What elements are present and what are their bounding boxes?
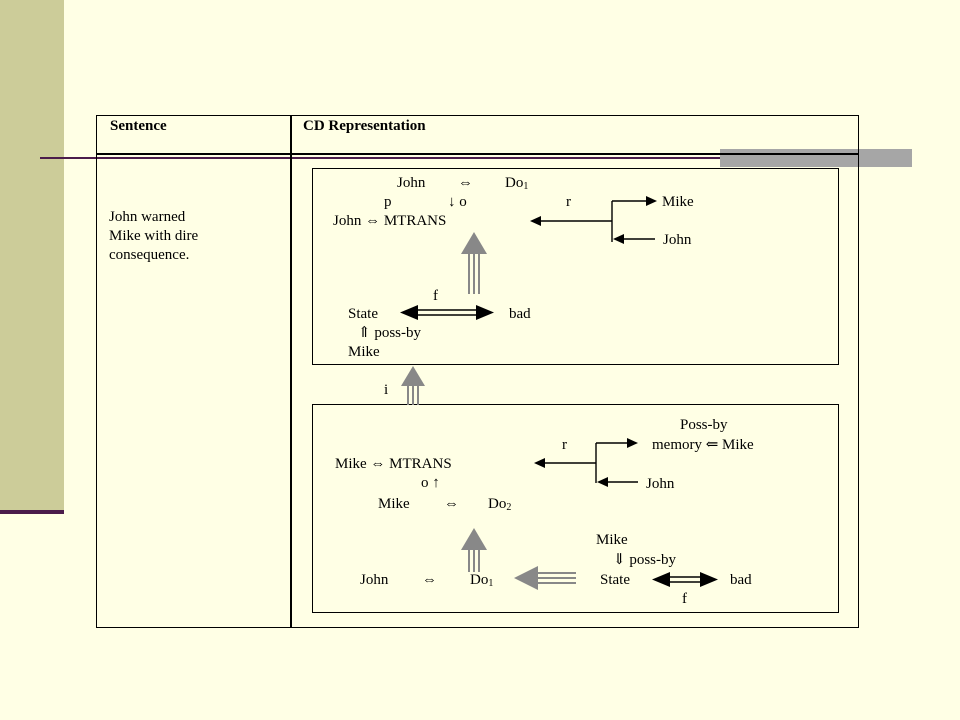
header-sentence: Sentence — [110, 118, 167, 134]
box2-poss-by-down: ⇓ poss-by — [613, 552, 676, 568]
box1-do1: Do1 — [505, 175, 529, 192]
box2-r: r — [562, 437, 567, 453]
causal-arrow-bottom-horizontal — [514, 566, 576, 590]
link-label-i: i — [384, 382, 389, 398]
box2-mike-mtrans: Mike ⇔ MTRANS — [335, 456, 452, 472]
box2-poss-by: Poss-by — [680, 417, 728, 433]
state-bad-arrow-bottom — [652, 572, 718, 587]
box2-john: John — [646, 476, 675, 492]
title-rule — [40, 157, 912, 159]
sentence-cell: John warned Mike with dire consequence. — [109, 208, 279, 265]
sentence-line: John warned — [109, 209, 186, 225]
table-column-divider — [290, 115, 292, 628]
box2-f: f — [682, 591, 687, 607]
recipient-arrowhead-top — [530, 216, 541, 226]
causal-arrow-bottom-vertical — [461, 528, 487, 572]
box1-f: f — [433, 288, 438, 304]
causal-arrow-top — [461, 232, 487, 294]
box2-biarrow: ⇔ — [444, 496, 459, 512]
box1-mike: Mike — [662, 194, 694, 210]
box1-john2: John — [663, 232, 692, 248]
box2-bad: bad — [730, 572, 752, 588]
box2-biarrow2: ⇔ — [422, 572, 437, 588]
box2-mike-top: Mike — [596, 532, 628, 548]
box2-do1: Do1 — [470, 572, 494, 589]
cd-box-top — [312, 168, 839, 365]
box1-down-o: ↓ o — [448, 194, 467, 210]
box1-r: r — [566, 194, 571, 210]
box1-biarrow: ⇔ — [458, 175, 473, 191]
from-john-arrowhead-bottom — [597, 477, 608, 487]
box2-do2: Do2 — [488, 496, 512, 513]
inference-link-arrow — [401, 366, 425, 405]
box2-john-do-left: John — [360, 572, 389, 588]
cd-box-bottom — [312, 404, 839, 613]
sentence-line: consequence. — [109, 247, 190, 263]
box1-john: John — [397, 175, 426, 191]
to-memory-arrowhead-bottom — [627, 438, 638, 448]
state-bad-arrow-top — [400, 305, 494, 320]
box1-mike2: Mike — [348, 344, 380, 360]
box2-memory-mike: memory ⇐ Mike — [652, 437, 754, 453]
box1-p: p — [384, 194, 392, 210]
from-john-arrowhead-top — [613, 234, 624, 244]
slide-side-underline — [0, 510, 64, 514]
box2-state: State — [600, 572, 630, 588]
table-header-rule — [96, 153, 859, 155]
box2-mike-do-left: Mike — [378, 496, 410, 512]
header-cd-representation: CD Representation — [303, 118, 426, 134]
to-mike-arrowhead-top — [646, 196, 657, 206]
sentence-line: Mike with dire — [109, 228, 199, 244]
box1-bad: bad — [509, 306, 531, 322]
box1-poss-by: ⇑ poss-by — [358, 325, 421, 341]
recipient-arrowhead-bottom — [534, 458, 545, 468]
cd-table — [96, 115, 859, 628]
box1-john-mtrans: John ⇔ MTRANS — [333, 213, 447, 229]
slide-side-strip — [0, 0, 64, 513]
box2-o-up: o ↑ — [421, 475, 440, 491]
box1-state: State — [348, 306, 378, 322]
